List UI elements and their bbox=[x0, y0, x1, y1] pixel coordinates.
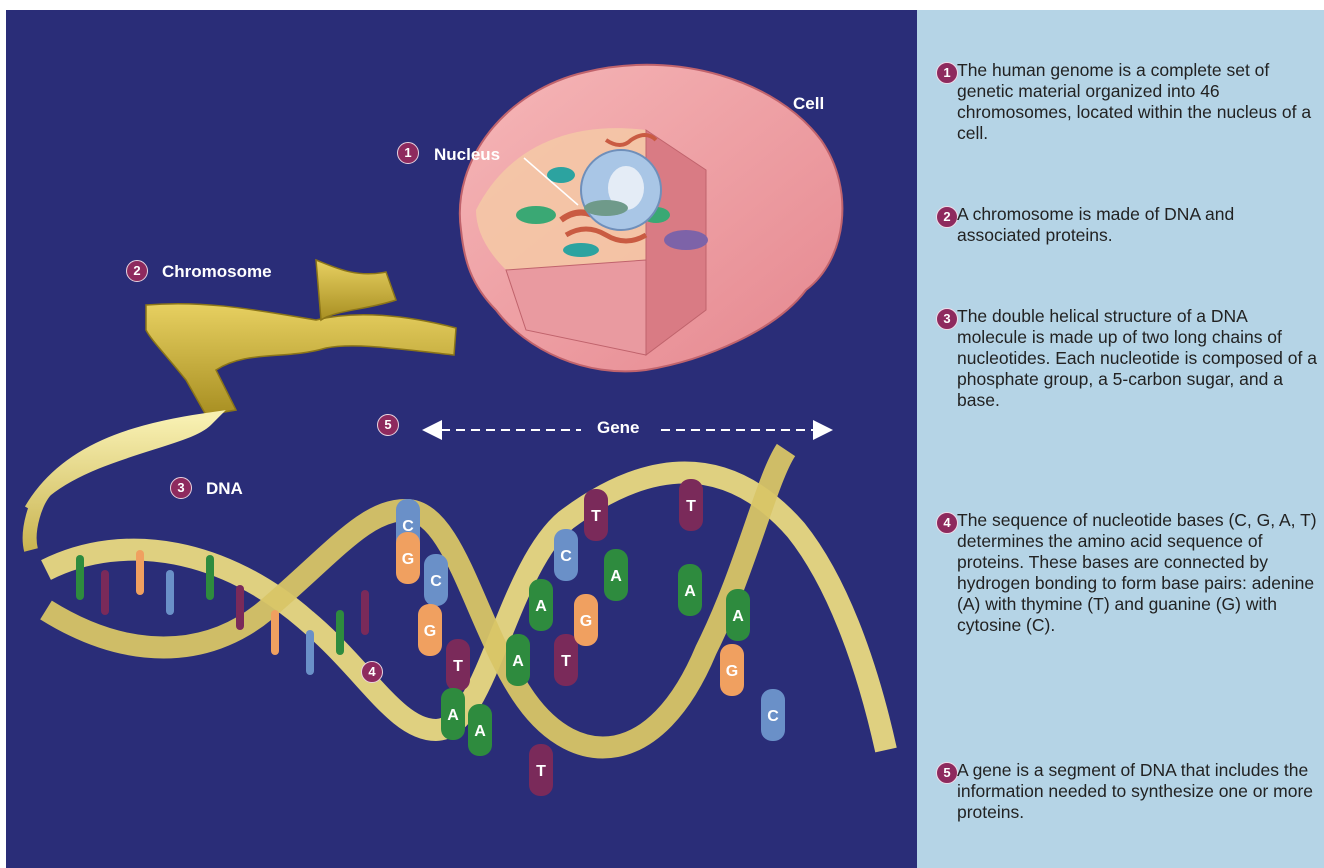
base-letter: C bbox=[430, 573, 442, 590]
base-letter: G bbox=[402, 551, 414, 568]
base-letter: C bbox=[560, 548, 572, 565]
dna-label: DNA bbox=[206, 479, 243, 499]
badge-dna: 3 bbox=[170, 477, 192, 499]
note-badge-5: 5 bbox=[936, 762, 958, 784]
chromosome-label: Chromosome bbox=[162, 262, 272, 282]
nucleus-label: Nucleus bbox=[434, 145, 500, 165]
chromosome-drawing bbox=[146, 260, 456, 415]
note-badge-2: 2 bbox=[936, 206, 958, 228]
base-rod-small bbox=[166, 570, 174, 615]
cell-label: Cell bbox=[793, 94, 824, 114]
note-2: A chromosome is made of DNA and associat… bbox=[957, 204, 1317, 246]
base-letter: C bbox=[767, 708, 779, 725]
base-letter: T bbox=[561, 653, 571, 670]
base-letter: A bbox=[447, 707, 459, 724]
base-rod-small bbox=[306, 630, 314, 675]
base-letter: T bbox=[453, 658, 463, 675]
legend-panel: 1 The human genome is a complete set of … bbox=[917, 10, 1324, 868]
badge-base-pairs: 4 bbox=[361, 661, 383, 683]
base-letter: A bbox=[512, 653, 524, 670]
note-5: A gene is a segment of DNA that includes… bbox=[957, 760, 1317, 823]
note-badge-1: 1 bbox=[936, 62, 958, 84]
base-letter: A bbox=[535, 598, 547, 615]
base-letter: G bbox=[580, 613, 592, 630]
base-letter: A bbox=[474, 723, 486, 740]
note-4: The sequence of nucleotide bases (C, G, … bbox=[957, 510, 1317, 636]
base-letter: T bbox=[536, 763, 546, 780]
cell-drawing bbox=[460, 65, 843, 372]
base-rod-small bbox=[136, 550, 144, 595]
base-rod-small bbox=[206, 555, 214, 600]
badge-gene: 5 bbox=[377, 414, 399, 436]
base-letter: G bbox=[726, 663, 738, 680]
gene-label: Gene bbox=[597, 418, 640, 438]
base-letter: G bbox=[424, 623, 436, 640]
base-letter: T bbox=[591, 508, 601, 525]
note-3: The double helical structure of a DNA mo… bbox=[957, 306, 1317, 411]
note-badge-4: 4 bbox=[936, 512, 958, 534]
note-badge-3: 3 bbox=[936, 308, 958, 330]
base-rod-small bbox=[76, 555, 84, 600]
badge-nucleus: 1 bbox=[397, 142, 419, 164]
base-rod-small bbox=[361, 590, 369, 635]
base-rod-small bbox=[101, 570, 109, 615]
badge-chromosome: 2 bbox=[126, 260, 148, 282]
base-rod-small bbox=[271, 610, 279, 655]
base-letter: A bbox=[684, 583, 696, 600]
base-rod-small bbox=[336, 610, 344, 655]
base-letter: A bbox=[732, 608, 744, 625]
note-1: The human genome is a complete set of ge… bbox=[957, 60, 1317, 144]
base-rod-small bbox=[236, 585, 244, 630]
base-letter: A bbox=[610, 568, 622, 585]
base-letter: T bbox=[686, 498, 696, 515]
